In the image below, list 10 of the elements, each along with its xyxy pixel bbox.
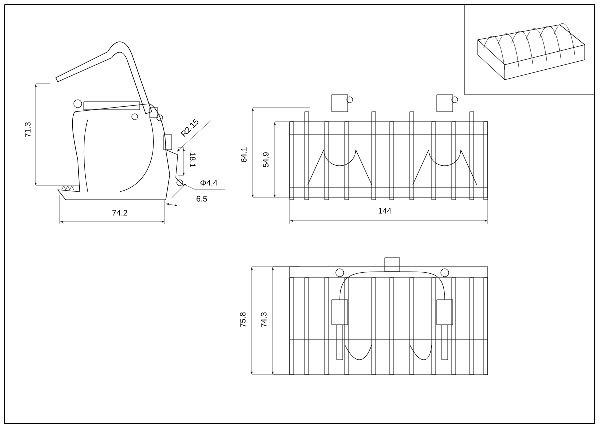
dimension-text: 74.3 [261,312,267,328]
dimension-text: 64.1 [241,148,247,162]
dimension-text: 74.2 [112,210,128,216]
dimension-text: 144 [378,208,392,214]
dimension-text: Φ4.4 [200,180,218,186]
dimension-text: 6.5 [196,196,208,202]
dimension-text: 18.1 [190,152,196,168]
dimension-text: 54.9 [263,152,269,168]
dimension-text: 71.3 [25,122,31,138]
dimension-text: 75.8 [240,312,246,328]
